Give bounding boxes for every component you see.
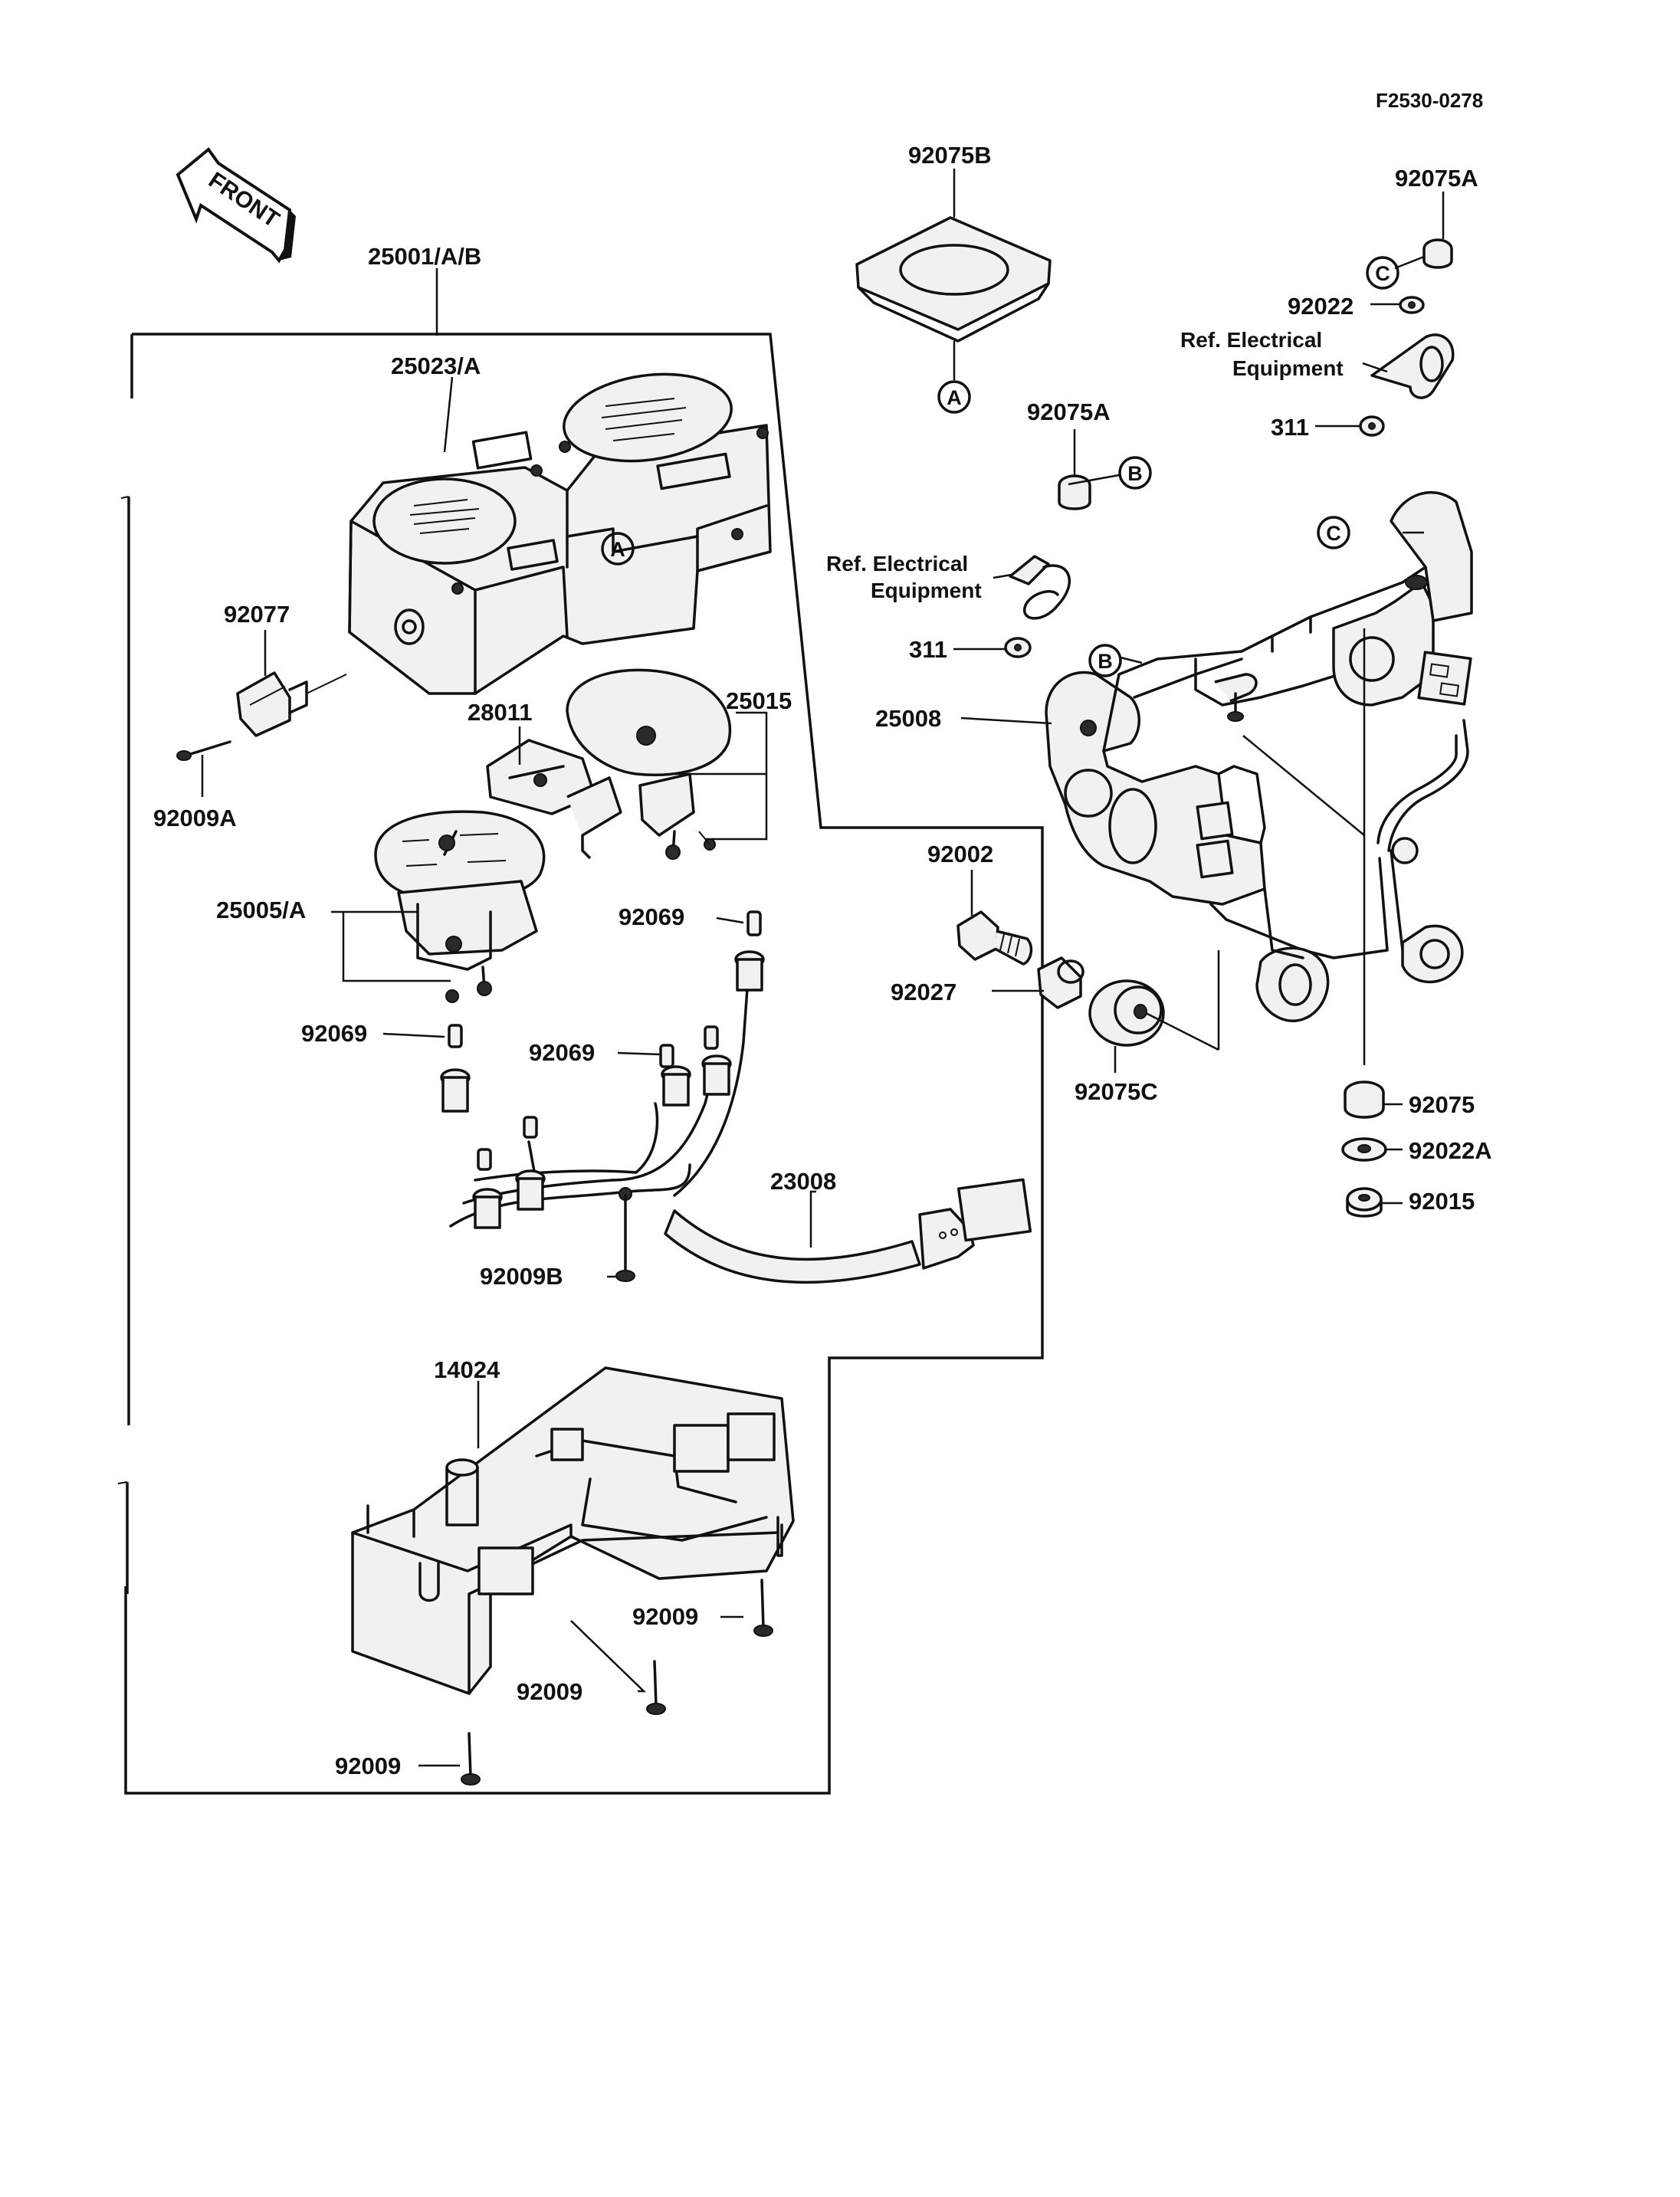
nut-311-top [1359,415,1385,437]
assembly-frame [124,333,1044,1795]
grommet-92075 [1344,1080,1385,1119]
label-92075: 92075 [1409,1091,1475,1118]
grommet-92075C [1088,979,1165,1047]
svg-text:A: A [610,538,625,561]
trip-knob [236,671,347,737]
label-92002: 92002 [927,841,993,867]
label-92069-c: 92069 [529,1039,595,1066]
callout-C-top: C [1366,256,1399,290]
bolt-92002 [956,910,1033,966]
label-92022: 92022 [1288,293,1354,320]
part-labels: 25001/A/B 25023/A 92077 92009A 28011 250… [153,142,1492,1779]
meter-housing [348,372,772,695]
label-92009A: 92009A [153,805,237,831]
diagram-code: F2530-0278 [1376,89,1483,112]
label-25015: 25015 [726,687,792,714]
label-92009B: 92009B [480,1263,563,1290]
label-92009-b: 92009 [517,1678,582,1705]
wiring-harness [440,910,1032,1284]
callout-A-meter: A [601,532,635,566]
meter-cover [351,1366,795,1695]
label-311-top: 311 [1271,414,1309,441]
nut-311-mid [1004,637,1032,658]
clamp-mid [1009,555,1071,620]
callout-B-grommet: B [1118,456,1152,490]
label-92015: 92015 [1409,1188,1475,1215]
svg-text:C: C [1375,262,1390,285]
label-92077: 92077 [224,601,290,628]
label-25008: 25008 [875,705,941,732]
screw-92009A [176,740,231,761]
socket-group [440,910,765,1229]
callout-B-bracket: B [1088,644,1122,677]
grommet-92075A-top [1422,238,1453,269]
callout-A-grommet: A [937,380,971,414]
collar-92027 [1037,956,1084,1009]
label-311-mid: 311 [909,636,947,663]
svg-text:B: B [1127,462,1143,485]
label-28011: 28011 [468,699,533,726]
label-14024: 14024 [434,1356,500,1383]
ref-electrical-mid-2: Equipment [871,579,982,602]
label-92022A: 92022A [1409,1137,1492,1164]
cover-screws [461,1579,773,1785]
nut-92015 [1346,1187,1383,1218]
label-25001: 25001/A/B [368,243,481,270]
tachometer-gauge [566,668,732,860]
speedometer-gauge [374,810,546,1003]
label-92069-a: 92069 [619,903,684,930]
svg-text:C: C [1326,522,1341,545]
callouts: A A B B C C [601,256,1399,677]
label-92009-a: 92009 [632,1603,698,1630]
label-92069-b: 92069 [301,1020,367,1047]
ref-electrical-mid-1: Ref. Electrical [826,552,968,575]
label-23008: 23008 [770,1168,836,1195]
svg-text:A: A [947,386,962,409]
ref-electrical-top-1: Ref. Electrical [1180,328,1322,352]
label-92075C: 92075C [1075,1078,1158,1105]
washer-92022 [1399,296,1425,314]
front-arrow-icon: FRONT [176,147,296,264]
meter-bracket [1045,490,1473,1022]
clamp-top [1370,333,1455,399]
washer-92022A [1341,1137,1387,1162]
ref-electrical-top-2: Equipment [1232,356,1344,380]
grommet-92075A-mid [1058,474,1091,510]
leader-lines [201,169,1445,1767]
guide-line-2 [1242,735,1365,836]
label-25005: 25005/A [216,897,306,923]
label-92027: 92027 [891,979,956,1005]
callout-C-bracket: C [1317,516,1350,549]
indicator-plate-28011 [486,739,622,860]
svg-text:B: B [1098,650,1113,673]
label-25023: 25023/A [391,353,481,379]
label-92009-c: 92009 [335,1753,401,1779]
label-92075A-top: 92075A [1395,165,1478,192]
label-92075A-mid: 92075A [1027,398,1111,425]
label-92075B: 92075B [908,142,992,169]
grommet-92075B [855,216,1052,343]
